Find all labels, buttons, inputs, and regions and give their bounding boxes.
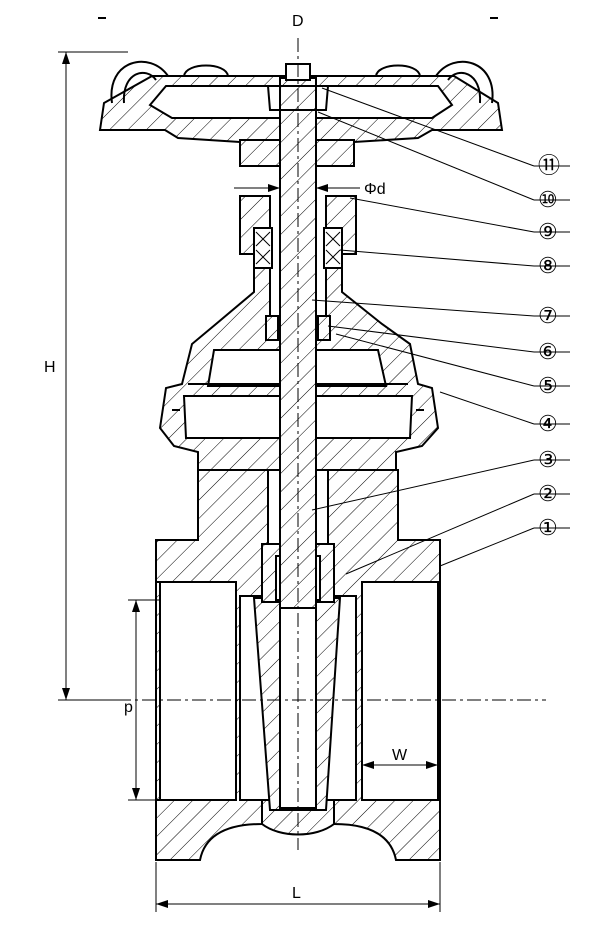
dimension-phi-d-label: Φd [364,181,386,198]
callout-1: ① [538,515,558,540]
dimension-l-label: L [292,885,301,902]
centre-lines [92,38,546,850]
dimension-p-label: p [124,699,133,716]
callout-6: ⑥ [538,339,558,364]
valve-body [155,469,441,861]
callout-7: ⑦ [538,303,558,328]
callout-2: ② [538,481,558,506]
callout-3: ③ [538,447,558,472]
callout-5: ⑤ [538,373,558,398]
callout-8: ⑧ [538,253,558,278]
leader-lines [311,87,570,575]
callout-10: ⑩ [538,187,558,212]
dimension-w-label: W [392,747,408,764]
dimension-lines [58,17,498,912]
callout-9: ⑨ [538,219,558,244]
dimension-h-label: H [44,359,56,376]
callout-4: ④ [538,411,558,436]
dimension-d-label: D [292,13,304,30]
gland-and-packing [239,195,357,269]
callout-11: ⑪ [538,153,560,178]
